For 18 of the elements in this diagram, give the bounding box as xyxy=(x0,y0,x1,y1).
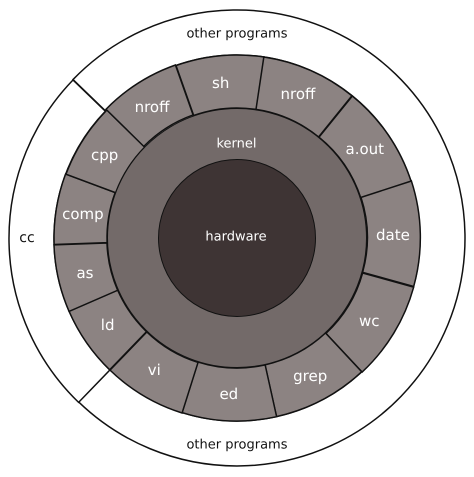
region-label: kernel xyxy=(216,136,257,151)
region-label: hardware xyxy=(205,230,267,244)
segment-label: nroff xyxy=(280,85,316,104)
segment-label: grep xyxy=(293,366,328,385)
segment-label: ed xyxy=(219,384,238,403)
segment-label: wc xyxy=(359,312,380,330)
segment-label: nroff xyxy=(134,98,170,116)
segment-label: sh xyxy=(212,74,230,92)
segment-label: cpp xyxy=(91,146,118,164)
segment-label: cc xyxy=(19,230,35,246)
segment-label: vi xyxy=(148,361,161,380)
segment-label: other programs xyxy=(186,437,288,452)
segment-label: other programs xyxy=(186,26,288,42)
segment-label: comp xyxy=(62,204,104,223)
segment-label: ld xyxy=(100,316,114,334)
segment-label: date xyxy=(376,226,410,244)
segment-label: as xyxy=(76,264,94,282)
segment-label: a.out xyxy=(346,140,384,158)
